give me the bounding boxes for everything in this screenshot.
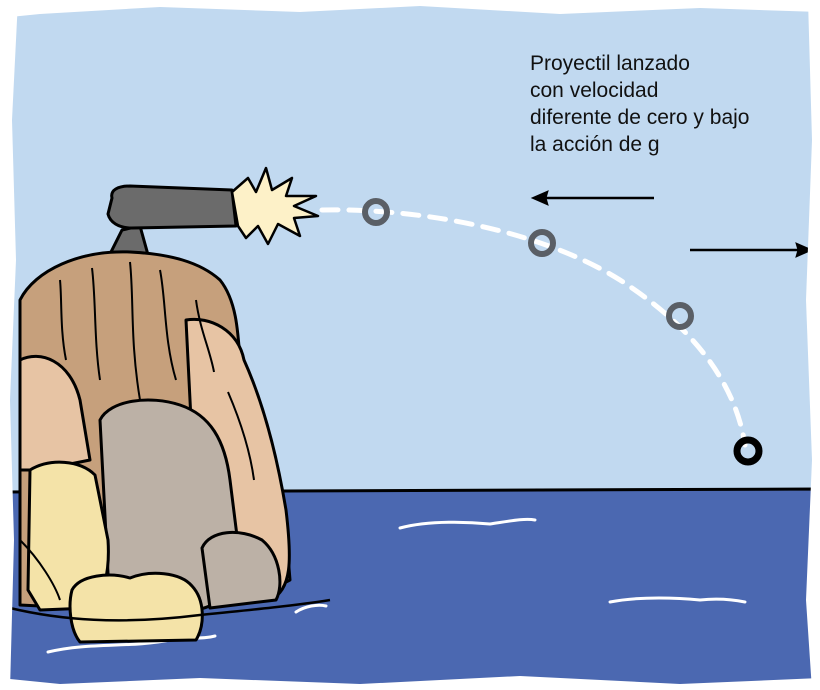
caption-line-1: Proyectil lanzado xyxy=(530,52,690,75)
trajectory-path xyxy=(319,207,748,448)
rock-formation xyxy=(18,250,292,644)
projectile-2 xyxy=(528,229,556,257)
projectile-1 xyxy=(362,198,390,226)
rock-waterline xyxy=(9,598,331,622)
rock-grey-small xyxy=(200,530,282,610)
wave-2 xyxy=(608,596,747,604)
projectile-final xyxy=(733,436,763,466)
caption-line-2: con velocidad xyxy=(530,79,659,102)
wave-4 xyxy=(294,603,328,614)
caption: Proyectil lanzado con velocidad diferent… xyxy=(530,50,810,158)
muzzle-flash xyxy=(230,166,320,246)
cannon-barrel xyxy=(106,184,238,230)
caption-line-3: diferente de cero y bajo xyxy=(530,106,750,129)
rock-yellow-front xyxy=(68,571,204,644)
wave-1 xyxy=(398,517,537,530)
rock-cracks xyxy=(19,261,255,601)
arrow-right-icon xyxy=(690,242,814,258)
projectile-3 xyxy=(666,302,694,330)
caption-line-4: la acción de g xyxy=(530,133,660,156)
waves xyxy=(46,517,747,654)
arrow-left-icon xyxy=(530,190,654,206)
